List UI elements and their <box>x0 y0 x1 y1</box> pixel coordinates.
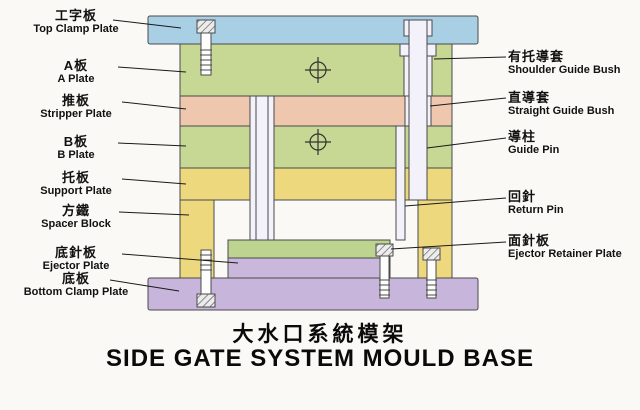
label-shoulder-guide-bush-en: Shoulder Guide Bush <box>508 64 621 77</box>
label-guide-pin-en: Guide Pin <box>508 144 560 157</box>
label-a-plate-zh: A板 <box>63 58 89 73</box>
label-return-pin-zh: 回針 <box>508 189 537 204</box>
spacer-block-screw <box>422 247 441 299</box>
label-ejector-plate-en: Ejector Plate <box>42 260 110 273</box>
label-straight-guide-bush-en: Straight Guide Bush <box>508 105 615 118</box>
label-support-plate: 托板 Support Plate <box>6 170 146 198</box>
label-return-pin: 回針 Return Pin <box>508 189 640 217</box>
label-ejector-plate: 底針板 Ejector Plate <box>6 245 146 273</box>
label-guide-pin: 導柱 Guide Pin <box>508 129 640 157</box>
diagram-title-en: SIDE GATE SYSTEM MOULD BASE <box>106 345 534 372</box>
label-b-plate-en: B Plate <box>57 149 95 162</box>
diagram-title-zh: 大水口系統模架 <box>232 323 408 346</box>
label-bottom-clamp-plate: 底板 Bottom Clamp Plate <box>6 271 146 299</box>
label-spacer-block-en: Spacer Block <box>41 218 111 231</box>
ejector-rod-shape <box>249 95 275 241</box>
leader-lines <box>109 19 507 292</box>
label-stripper-plate-en: Stripper Plate <box>40 108 112 121</box>
b-plate-shape <box>179 125 453 169</box>
bottom-left-screw <box>196 249 216 308</box>
centerline-symbol-b-plate <box>305 129 331 155</box>
label-a-plate: A板 A Plate <box>6 58 146 86</box>
label-a-plate-en: A Plate <box>57 73 95 86</box>
label-straight-guide-bush: 直導套 Straight Guide Bush <box>508 90 640 118</box>
label-ejector-retainer-plate-en: Ejector Retainer Plate <box>508 248 622 261</box>
label-b-plate-zh: B板 <box>63 134 89 149</box>
label-b-plate: B板 B Plate <box>6 134 146 162</box>
label-top-clamp-plate: 工字板 Top Clamp Plate <box>6 8 146 36</box>
label-ejector-plate-zh: 底針板 <box>54 245 97 260</box>
label-bottom-clamp-plate-zh: 底板 <box>61 271 90 286</box>
label-spacer-block-zh: 方鐵 <box>61 203 90 218</box>
guide-pin-shape <box>408 19 428 201</box>
ejector-plate-shape <box>227 257 391 279</box>
centerline-symbol-a-plate <box>305 57 331 83</box>
label-bottom-clamp-plate-en: Bottom Clamp Plate <box>23 286 129 299</box>
label-stripper-plate-zh: 推板 <box>61 93 90 108</box>
support-plate-shape <box>179 167 453 201</box>
label-ejector-retainer-plate-zh: 面針板 <box>508 233 551 248</box>
label-return-pin-en: Return Pin <box>508 204 564 217</box>
ejector-retainer-plate-shape <box>227 239 391 259</box>
label-top-clamp-plate-en: Top Clamp Plate <box>33 23 119 36</box>
top-left-screw <box>196 19 216 76</box>
label-support-plate-zh: 托板 <box>61 170 90 185</box>
label-ejector-retainer-plate: 面針板 Ejector Retainer Plate <box>508 233 640 261</box>
ejector-plate-screw <box>375 243 394 299</box>
label-support-plate-en: Support Plate <box>40 185 112 198</box>
bottom-clamp-plate-shape <box>147 277 479 311</box>
label-shoulder-guide-bush: 有托導套 Shoulder Guide Bush <box>508 49 640 77</box>
label-stripper-plate: 推板 Stripper Plate <box>6 93 146 121</box>
return-pin-shape <box>395 125 406 241</box>
label-spacer-block: 方鐵 Spacer Block <box>6 203 146 231</box>
label-guide-pin-zh: 導柱 <box>508 129 537 144</box>
label-top-clamp-plate-zh: 工字板 <box>54 8 97 23</box>
label-straight-guide-bush-zh: 直導套 <box>508 90 551 105</box>
label-shoulder-guide-bush-zh: 有托導套 <box>508 49 565 64</box>
